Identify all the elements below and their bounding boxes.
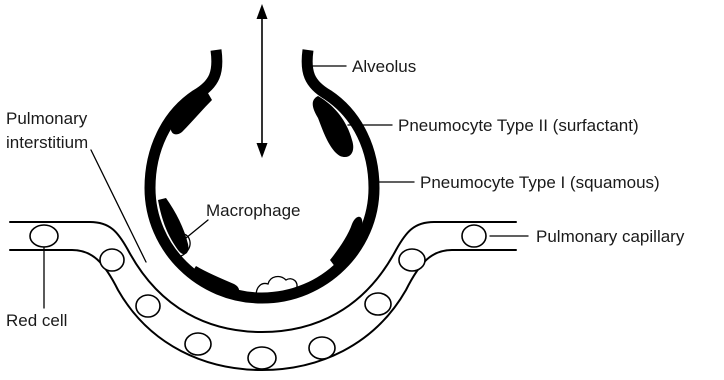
red-cell xyxy=(309,337,335,359)
airflow-arrow-icon xyxy=(257,4,268,158)
label-pulmonary-capillary: Pulmonary capillary xyxy=(536,227,685,246)
red-cell xyxy=(399,249,425,271)
label-pulmonary-interstitium-line1: Pulmonary xyxy=(6,109,88,128)
red-cell xyxy=(365,293,391,315)
label-pneumocyte-type-2: Pneumocyte Type II (surfactant) xyxy=(398,116,639,135)
label-alveolus: Alveolus xyxy=(352,57,416,76)
label-pulmonary-interstitium-line2: interstitium xyxy=(6,133,88,152)
label-macrophage: Macrophage xyxy=(206,201,301,220)
red-cell xyxy=(100,249,124,271)
red-cell xyxy=(462,225,486,247)
label-red-cell: Red cell xyxy=(6,311,67,330)
red-cell xyxy=(30,225,58,247)
label-pneumocyte-type-1: Pneumocyte Type I (squamous) xyxy=(420,173,660,192)
red-cell xyxy=(185,333,211,355)
red-cell xyxy=(136,295,160,317)
red-cell xyxy=(248,347,276,369)
